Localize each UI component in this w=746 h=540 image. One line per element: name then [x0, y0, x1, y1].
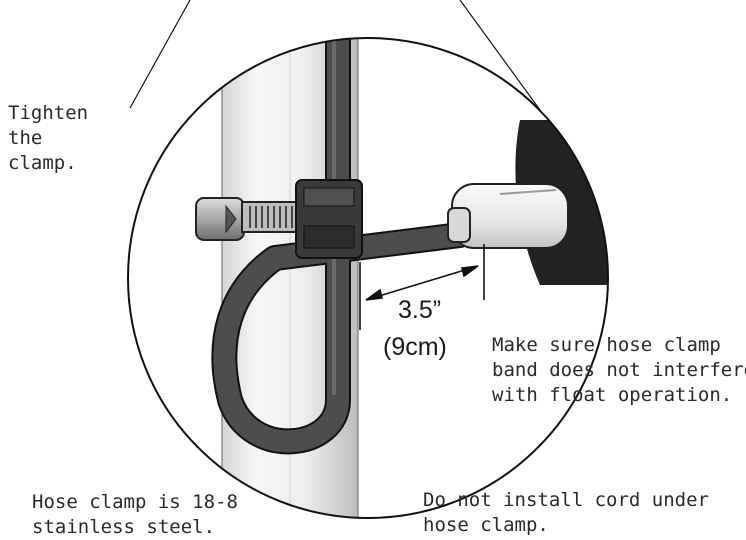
hose-clamp: [195, 179, 363, 259]
dimension-indicator: [359, 244, 485, 330]
magnified-content: 3.5” (9cm): [195, 38, 608, 518]
callout-tighten-clamp: Tighten the clamp.: [8, 102, 89, 174]
callout-float-band: Make sure hose clamp band does not inter…: [492, 334, 746, 406]
dimension-metric: (9cm): [383, 333, 447, 361]
zoom-guide-line-right: [459, 0, 541, 111]
magnifier-circle: [127, 37, 609, 519]
float-switch: [447, 183, 569, 249]
zoom-guide-line-left: [129, 0, 191, 109]
dimension-imperial: 3.5”: [398, 296, 441, 324]
callout-cord-warning: Do not install cord under hose clamp.: [423, 489, 709, 536]
callout-clamp-material: Hose clamp is 18-8 stainless steel.: [32, 491, 238, 538]
